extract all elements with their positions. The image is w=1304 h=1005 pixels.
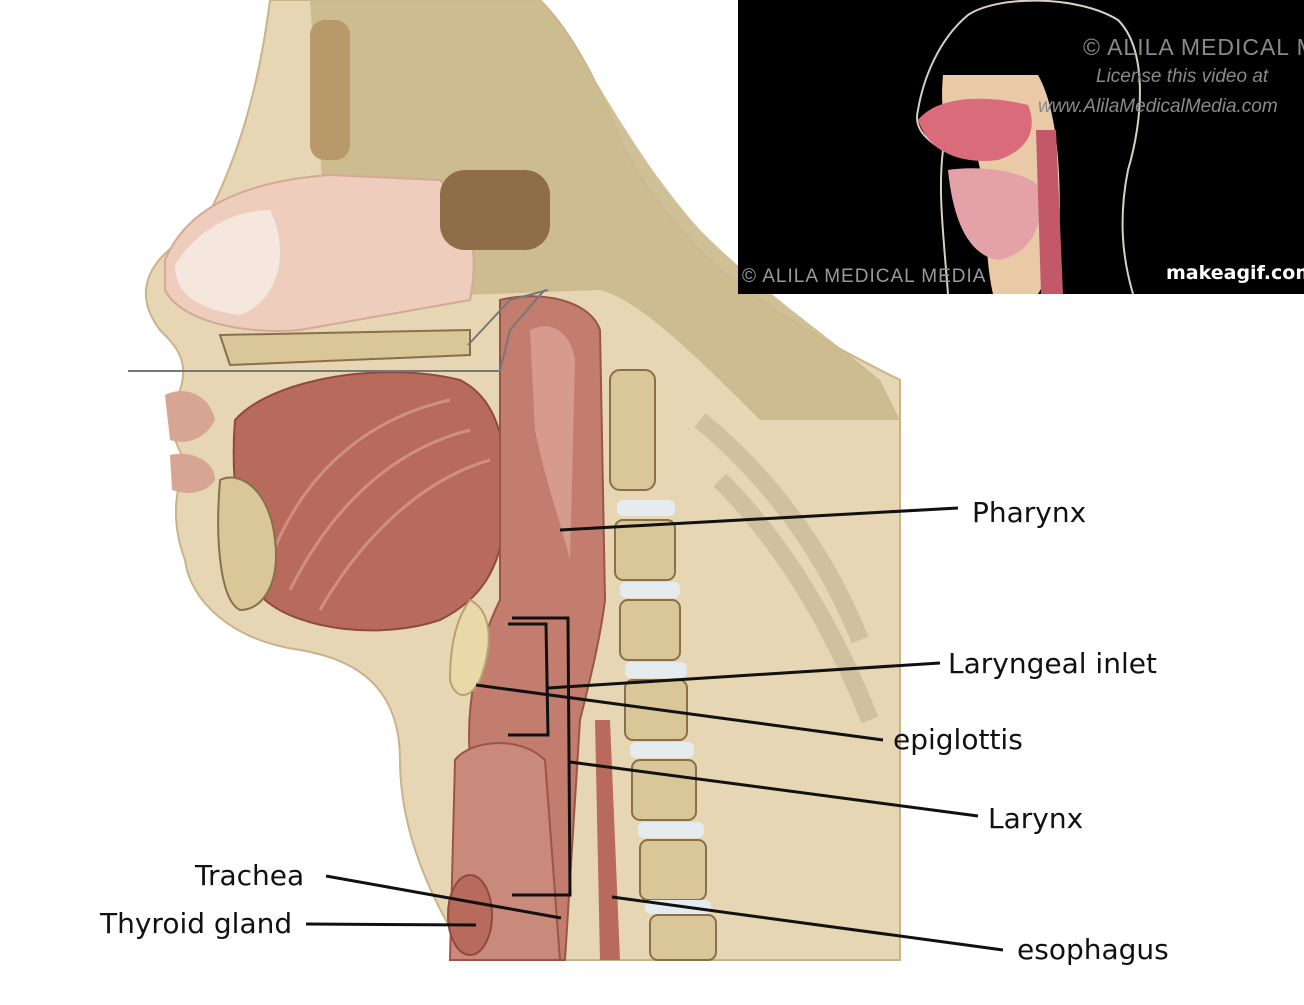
larynx-label: Larynx xyxy=(988,802,1084,835)
watermark-title: © ALILA MEDICAL MEDIA xyxy=(1083,34,1304,60)
epiglottis-shape xyxy=(448,598,490,696)
pharynx-leader xyxy=(559,506,959,532)
laryngeal-inlet-label: Laryngeal inlet xyxy=(948,647,1157,680)
laryngeal-inlet-bracket xyxy=(508,622,550,737)
trachea-leader xyxy=(325,874,562,920)
inset-video-frame: © ALILA MEDICAL MEDIA License this video… xyxy=(738,0,1304,294)
pharynx-highlight xyxy=(530,326,575,560)
inset-head-silhouette xyxy=(916,0,1141,294)
lips xyxy=(165,391,215,493)
larynx-bracket xyxy=(512,616,572,897)
watermark-url: www.AlilaMedicalMedia.com xyxy=(1038,96,1278,117)
nasal-highlight xyxy=(175,210,280,315)
esophagus-shape xyxy=(595,720,620,960)
esophagus-label: esophagus xyxy=(1017,933,1169,966)
tongue xyxy=(232,371,508,632)
watermark-bottom: © ALILA MEDICAL MEDIA xyxy=(742,266,987,287)
larynx-leader xyxy=(569,760,979,818)
pharynx-label: Pharynx xyxy=(972,496,1087,529)
epiglottis-leader xyxy=(475,683,884,742)
cervical-spine xyxy=(609,369,879,961)
trachea-label: Trachea xyxy=(195,859,305,892)
thyroid-leader xyxy=(305,922,477,927)
laryngeal-inlet-leader xyxy=(547,661,941,690)
tongue-fibers xyxy=(268,398,491,611)
frontal-sinus xyxy=(310,20,350,160)
watermark-license: License this video at xyxy=(1096,66,1269,87)
thyroid-gland-shape xyxy=(447,874,493,956)
epiglottis-label: epiglottis xyxy=(893,723,1023,756)
mandible xyxy=(217,476,277,612)
makeagif-brand: makeagif.com xyxy=(1166,262,1304,284)
esophagus-leader xyxy=(611,895,1004,952)
cranial-base xyxy=(310,0,900,420)
sphenoid-sinus xyxy=(440,170,550,250)
hard-palate xyxy=(218,328,471,367)
nasal-pointer-line xyxy=(128,289,546,372)
thyroid-gland-label: Thyroid gland xyxy=(100,907,293,940)
